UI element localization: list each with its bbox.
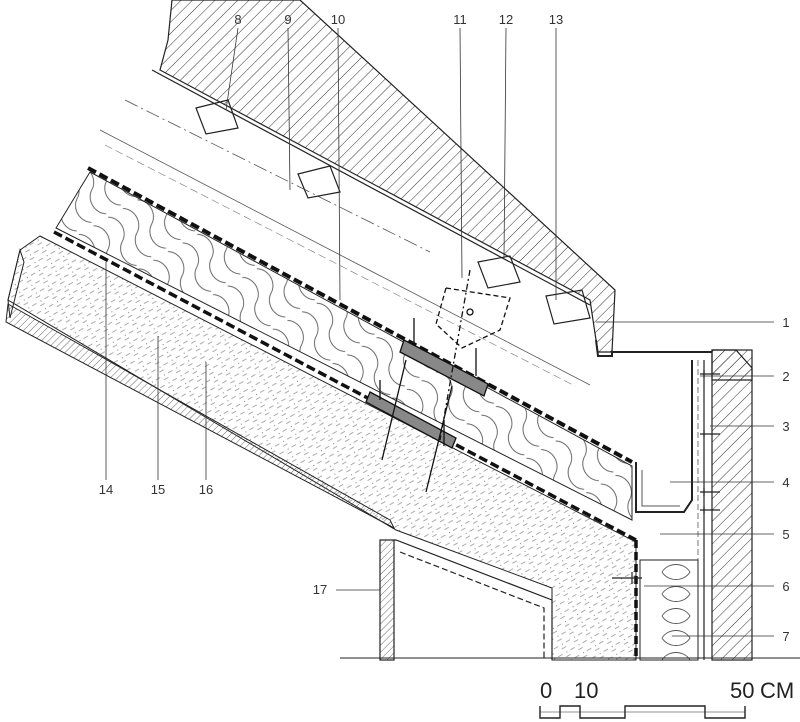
scale-label-50: 50 — [730, 678, 754, 703]
callout-5: 5 — [782, 527, 789, 542]
scale-label-0: 0 — [540, 678, 552, 703]
gutter-inner — [641, 470, 680, 507]
roof-covering-underside — [151, 69, 591, 306]
callout-17: 17 — [313, 582, 327, 597]
callout-13: 13 — [549, 12, 563, 27]
callout-14: 14 — [99, 482, 113, 497]
mounting-bracket — [365, 269, 511, 493]
ventilation-zone-line — [124, 99, 431, 253]
inner-lining-upper — [7, 248, 25, 319]
inner-lining — [5, 303, 396, 530]
scale-bar-line — [539, 705, 746, 719]
callout-12: 12 — [499, 12, 513, 27]
leader-lines — [105, 27, 774, 637]
wall-top-cap — [711, 349, 753, 381]
gutter-profile — [635, 360, 693, 513]
scale-label-10: 10 — [574, 678, 598, 703]
roof-covering-layer — [159, 0, 616, 353]
callout-1: 1 — [782, 315, 789, 330]
callout-8: 8 — [234, 12, 241, 27]
callout-9: 9 — [284, 12, 291, 27]
parapet-flashing — [595, 339, 712, 357]
wall-insulation — [639, 559, 699, 661]
callout-6: 6 — [782, 579, 789, 594]
counter-batten-line — [99, 129, 591, 386]
callout-2: 2 — [782, 369, 789, 384]
scale-bar: 0 10 50 CM — [539, 678, 794, 719]
wall-fixings — [612, 370, 720, 584]
roof-battens — [195, 99, 591, 325]
callout-7: 7 — [782, 629, 789, 644]
roof-membrane — [87, 166, 633, 464]
scale-unit: CM — [760, 678, 794, 703]
callout-11: 11 — [453, 12, 467, 27]
callout-10: 10 — [331, 12, 345, 27]
callout-16: 16 — [199, 482, 213, 497]
callout-3: 3 — [782, 419, 789, 434]
callout-15: 15 — [151, 482, 165, 497]
callout-4: 4 — [782, 475, 789, 490]
interior-wall — [379, 539, 553, 661]
vapour-barrier — [53, 230, 637, 542]
wall-hatched-face — [711, 349, 753, 661]
